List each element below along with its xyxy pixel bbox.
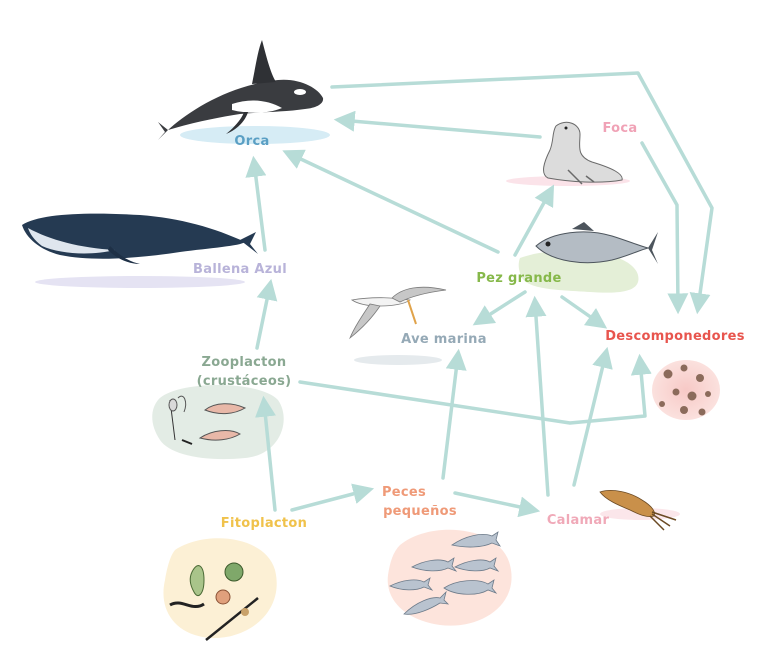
node-labels: Orca Ballena Azul Zooplacton (crustáceos… [193, 121, 745, 531]
arrow-foca-descomponedores [640, 141, 689, 315]
blue-whale-icon [22, 213, 258, 264]
arrow-orca-descomponedores [330, 71, 714, 315]
label-foca: Foca [603, 121, 638, 136]
label-zooplancton-line2: (crustáceos) [197, 374, 292, 389]
zooplancton-blob [152, 385, 284, 460]
label-peces-line2: pequeños [383, 504, 457, 519]
label-peces-line1: Peces [382, 485, 426, 500]
bacteria-icon [659, 364, 711, 416]
orca-water-blob [180, 126, 330, 144]
label-zooplancton-line1: Zooplacton [202, 355, 287, 370]
arrow-pez-grande-foca [513, 184, 555, 257]
arrow-zooplancton-ballena [255, 278, 278, 350]
krill-icon [168, 395, 247, 445]
arrow-pez-grande-orca [282, 149, 500, 254]
label-ave-marina: Ave marina [401, 332, 487, 347]
label-fitoplancton: Fitoplacton [221, 516, 307, 531]
food-web-arrows [245, 71, 714, 518]
label-calamar: Calamar [547, 513, 610, 528]
arrow-peces-calamar [453, 491, 541, 518]
fitoplancton-blob [163, 538, 277, 639]
arrow-fitoplancton-zooplancton [255, 395, 277, 512]
seagull-icon [349, 286, 447, 340]
arrow-foca-orca [333, 110, 542, 139]
arrow-pez-grande-descomponedores [560, 295, 608, 329]
tuna-icon [535, 222, 658, 264]
background-blobs [35, 126, 720, 639]
orca-icon [158, 40, 324, 140]
arrow-calamar-pez-grande [525, 295, 550, 497]
label-pez-grande: Pez grande [476, 271, 561, 286]
whale-water-blob [35, 276, 245, 288]
arrow-calamar-descomponedores [572, 346, 613, 487]
label-orca: Orca [234, 134, 269, 149]
arrow-fitoplancton-peces [290, 483, 375, 512]
arrow-peces-ave [441, 348, 467, 480]
label-ballena-azul: Ballena Azul [193, 262, 287, 277]
arrow-zooplancton-descomponedores [298, 353, 652, 425]
phytoplankton-icon [169, 562, 259, 641]
small-fish-icon [389, 531, 502, 615]
arrow-ballena-orca [245, 155, 267, 252]
seal-icon [543, 121, 623, 185]
arrow-pez-grande-ave [472, 290, 527, 326]
squid-icon [599, 490, 677, 531]
peces-blob [387, 529, 512, 626]
label-descomponedores: Descomponedores [605, 329, 745, 344]
ave-water-blob [354, 355, 442, 365]
